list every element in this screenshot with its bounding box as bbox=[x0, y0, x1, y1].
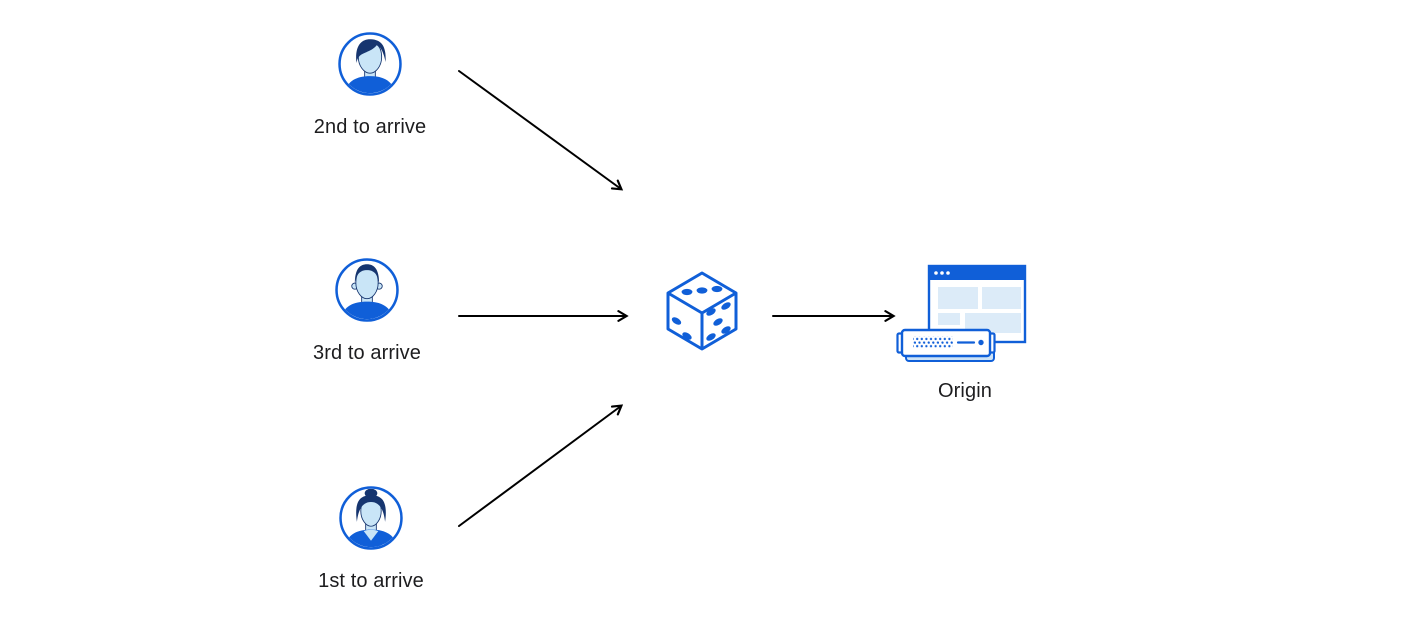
client-node-first: 1st to arrive bbox=[318, 485, 424, 592]
client-node-third: 3rd to arrive bbox=[313, 257, 421, 364]
client-node-second: 2nd to arrive bbox=[314, 31, 426, 138]
user-male-short-hair-avatar-icon bbox=[335, 258, 399, 322]
origin-node: Origin bbox=[893, 258, 1028, 402]
user-male-swoosh-hair-avatar-icon bbox=[338, 32, 402, 96]
client-label-third: 3rd to arrive bbox=[312, 342, 421, 364]
dice-node bbox=[663, 268, 741, 359]
client-label-second: 2nd to arrive bbox=[313, 116, 427, 138]
arrow-first-client-to-dice bbox=[458, 404, 624, 527]
user-female-bun-avatar-icon bbox=[339, 486, 403, 550]
server-icon bbox=[896, 328, 996, 362]
arrow-second-client-to-dice bbox=[458, 70, 624, 191]
origin-server-window-icon bbox=[896, 264, 1027, 362]
dice-icon bbox=[666, 271, 738, 351]
origin-label: Origin bbox=[938, 380, 992, 402]
client-label-first: 1st to arrive bbox=[318, 570, 424, 592]
